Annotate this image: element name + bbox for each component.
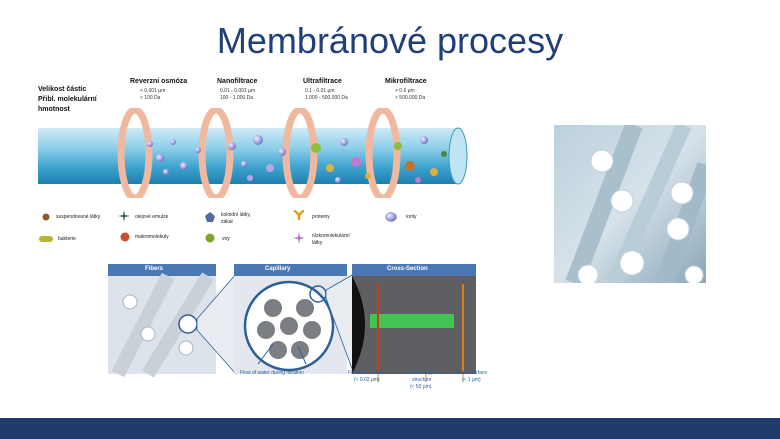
header-mol-mass-1: Přibl. molekulární <box>38 96 97 103</box>
stage-mf-mass: > 500.000 Da <box>395 95 426 101</box>
caption-porous-1: Porous support <box>406 370 440 376</box>
membrane-ring-uf <box>282 108 318 198</box>
caption-porous-2: structure <box>412 377 432 383</box>
legend-colloid-2: zákal <box>221 219 233 225</box>
stage-uf-size: 0.1 - 0.01 µm <box>305 88 335 94</box>
legend-oil: olejové emulze <box>135 214 169 220</box>
pipe-body <box>38 128 458 184</box>
legend-lowmol-1: nízkomolekulární <box>312 233 350 239</box>
legend-lowmol-2: látky <box>312 240 323 246</box>
legend-proteins: proteiny <box>312 214 330 220</box>
header-particle-size: Velikost částic <box>38 86 87 93</box>
footer-bar <box>0 418 780 439</box>
particles <box>147 135 447 183</box>
legend-colloid-1: koloidní látky, <box>221 212 251 218</box>
stage-nf-mass: 100 - 1.000 Da <box>220 95 254 101</box>
fibers-photo <box>554 125 706 283</box>
stage-nf-size: 0.01 - 0.001 µm <box>220 88 256 94</box>
capillary-header <box>234 264 347 276</box>
legend-bacteria: bakterie <box>58 236 76 242</box>
bacteria-icon <box>39 236 53 242</box>
stage-uf-mass: 1.000 - 500.000 Da <box>305 95 348 101</box>
suspended-icon <box>42 213 50 221</box>
stage-ro-name: Reverzní osmóza <box>130 78 188 85</box>
macromolecule-icon <box>120 232 130 242</box>
stage-mf-size: > 0.6 µm <box>395 88 415 94</box>
fibers-header <box>108 264 216 276</box>
header-mol-mass-2: hmotnost <box>38 106 70 113</box>
oil-emulsion-icon <box>118 210 130 222</box>
panel-fibers-title: Fibers <box>145 266 164 272</box>
membrane-ring-nf <box>198 108 234 198</box>
caption-porous-3: (≈ 50 µm) <box>410 384 432 390</box>
colloid-icon <box>205 212 215 222</box>
protein-icon <box>294 210 304 220</box>
caption-outer-2: (≈ 1 µm) <box>462 377 481 383</box>
panel-capillary-title: Capillary <box>265 266 291 272</box>
caption-flow: Flow of water during filtration <box>240 370 304 376</box>
stage-ro-mass: < 100 Da <box>140 95 161 101</box>
stage-ro-size: < 0.001 µm <box>140 88 166 94</box>
legend-macro: makromolekuly <box>135 234 169 240</box>
caption-filtration-2: (≈ 0.02 µm) <box>354 377 380 383</box>
membrane-ring-mf <box>365 108 401 198</box>
virus-icon <box>205 233 215 243</box>
legend-ions: ionty <box>406 214 417 220</box>
panel-cross-section-title: Cross-Section <box>387 266 428 272</box>
cross-section-header <box>352 264 476 276</box>
pipe-illustration <box>38 108 468 198</box>
membrane-panels <box>108 264 476 382</box>
caption-outer-1: Outer Surface <box>456 370 488 376</box>
ion-icon <box>385 212 397 222</box>
pipe-end <box>448 127 468 185</box>
stage-nf-name: Nanofiltrace <box>217 78 258 85</box>
legend-viruses: viry <box>222 236 230 242</box>
stage-uf-name: Ultrafiltrace <box>303 78 342 85</box>
caption-filtration-1: Filtration surface <box>348 370 385 376</box>
low-molecular-icon <box>293 232 305 244</box>
stage-mf-name: Mikrofiltrace <box>385 78 427 85</box>
legend-suspended: suspendované látky <box>56 214 101 220</box>
membrane-ring-ro <box>117 108 153 198</box>
slide-title: Membránové procesy <box>216 20 564 61</box>
